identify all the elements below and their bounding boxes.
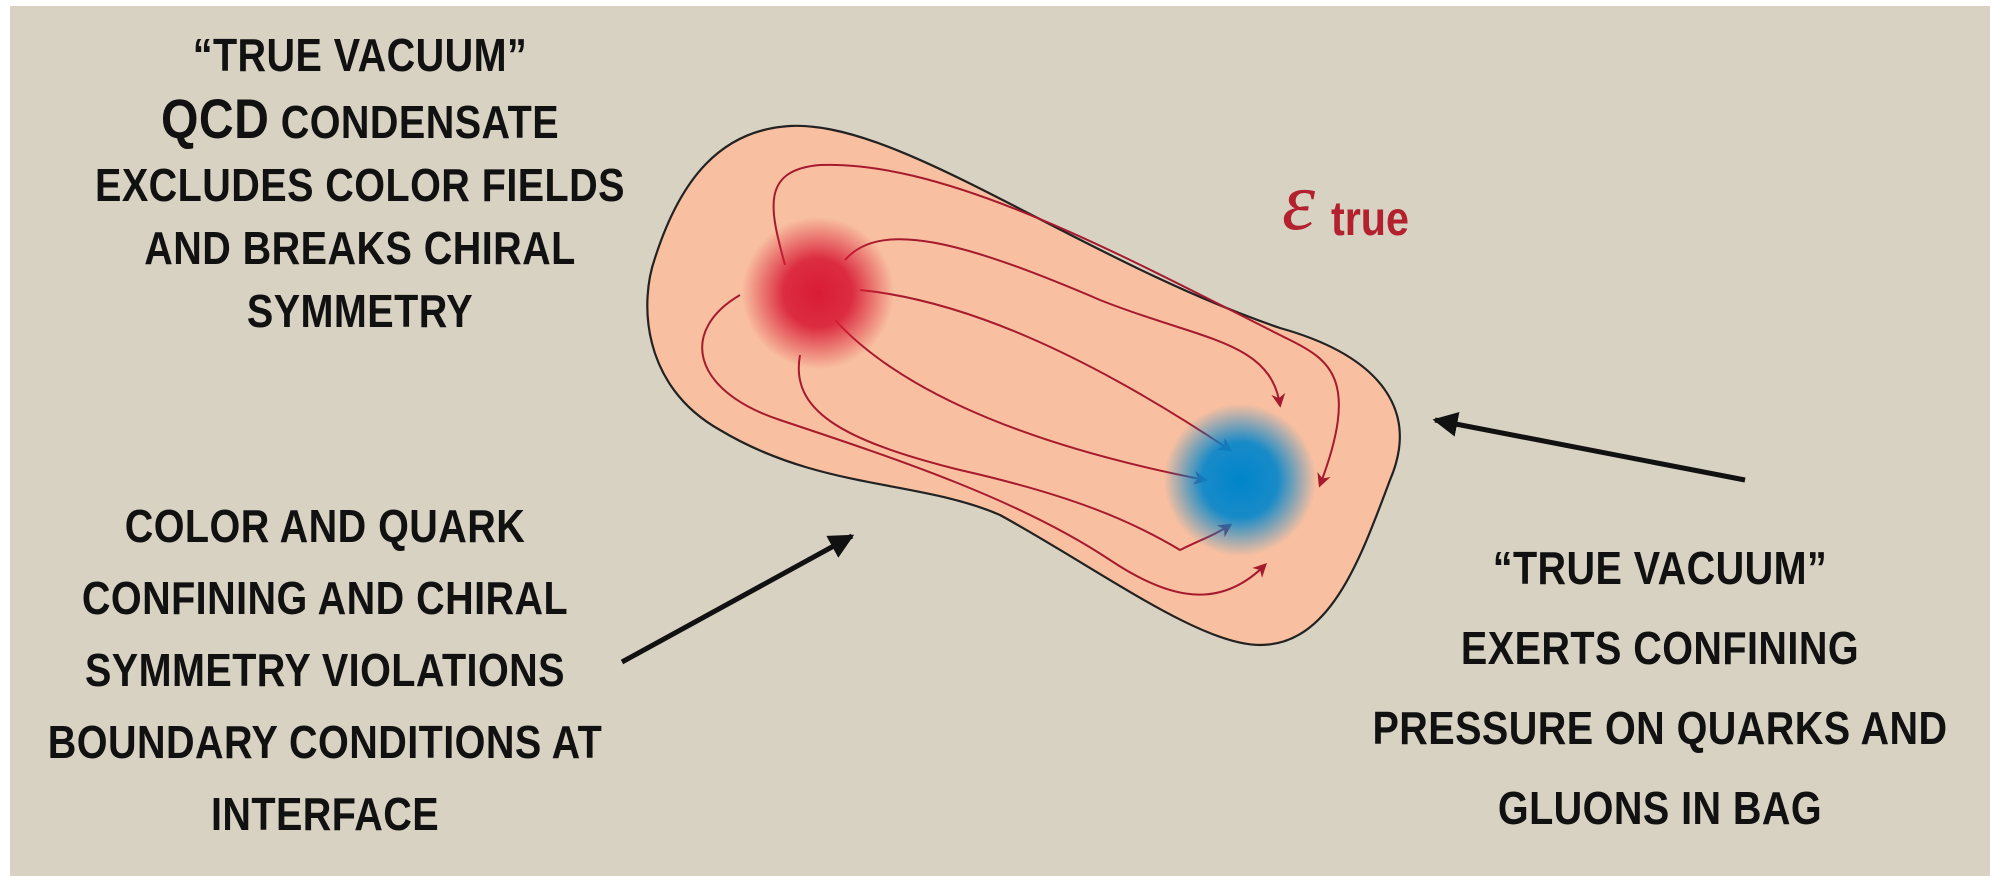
true-vacuum-condensate-label: “TRUE VACUUM” QCD CONDENSATE EXCLUDES CO…: [85, 24, 635, 343]
red-color-charge: [742, 217, 894, 369]
label-line: INTERFACE: [46, 778, 605, 850]
confining-pressure-label: “TRUE VACUUM” EXERTS CONFINING PRESSURE …: [1368, 528, 1953, 848]
label-line: EXERTS CONFINING: [1368, 608, 1953, 688]
qcd-bold-text: QCD: [161, 87, 269, 150]
label-line: PRESSURE ON QUARKS AND: [1368, 688, 1953, 768]
label-line: EXCLUDES COLOR FIELDS: [85, 154, 635, 217]
energy-density-subscript: true: [1331, 192, 1409, 247]
label-line: SYMMETRY VIOLATIONS: [46, 634, 605, 706]
label-line: CONFINING AND CHIRAL: [46, 562, 605, 634]
condensate-text: CONDENSATE: [269, 96, 559, 148]
pointer-arrow-pressure: [1435, 420, 1745, 480]
label-line: QCD CONDENSATE: [85, 87, 635, 154]
label-line: GLUONS IN BAG: [1368, 768, 1953, 848]
energy-density-symbol: ε: [1282, 160, 1315, 244]
label-line: SYMMETRY: [85, 280, 635, 343]
label-line: AND BREAKS CHIRAL: [85, 217, 635, 280]
label-line: “TRUE VACUUM”: [85, 24, 635, 87]
label-line: “TRUE VACUUM”: [1368, 528, 1953, 608]
pointer-arrow-boundary: [622, 536, 852, 662]
label-line: COLOR AND QUARK: [46, 490, 605, 562]
blue-color-charge: [1164, 404, 1316, 556]
label-line: BOUNDARY CONDITIONS AT: [46, 706, 605, 778]
boundary-conditions-label: COLOR AND QUARK CONFINING AND CHIRAL SYM…: [46, 490, 605, 850]
